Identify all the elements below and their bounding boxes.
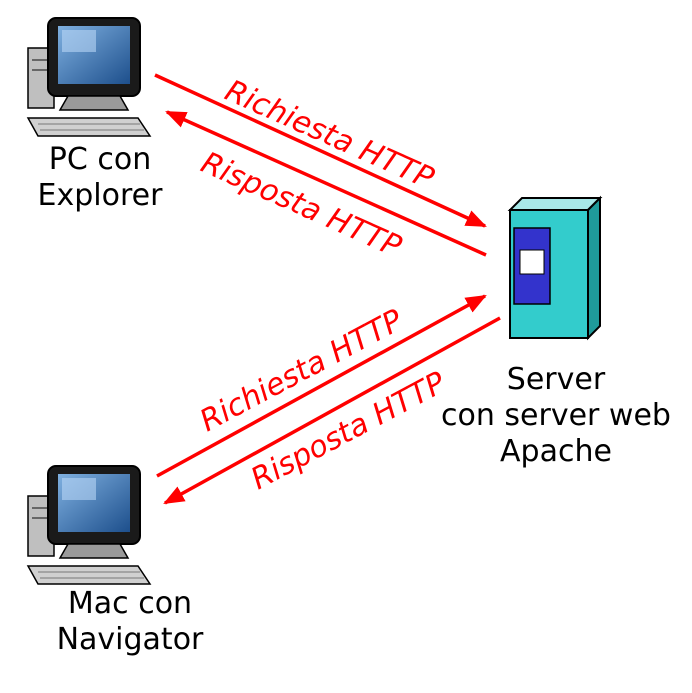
mac-request-arrow <box>156 294 487 478</box>
server-tower-icon <box>507 195 603 341</box>
pc-response-arrow <box>165 110 487 257</box>
mac-label: Mac con Navigator <box>50 586 210 658</box>
mac-computer-icon <box>26 465 152 585</box>
pc-label-line1: PC con <box>48 142 152 177</box>
mac-response-arrow <box>163 316 501 505</box>
server-label-line2: con server web <box>441 398 671 433</box>
mac-label-line2: Navigator <box>56 622 204 657</box>
server-label: Server con server web Apache <box>426 362 686 470</box>
pc-computer-icon <box>26 17 152 137</box>
server-label-line3: Apache <box>500 434 612 469</box>
mac-label-line1: Mac con <box>67 586 193 621</box>
pc-label-line2: Explorer <box>37 178 163 213</box>
server-label-line1: Server <box>506 362 606 397</box>
pc-label: PC con Explorer <box>30 142 170 214</box>
pc-request-arrow <box>154 73 487 228</box>
